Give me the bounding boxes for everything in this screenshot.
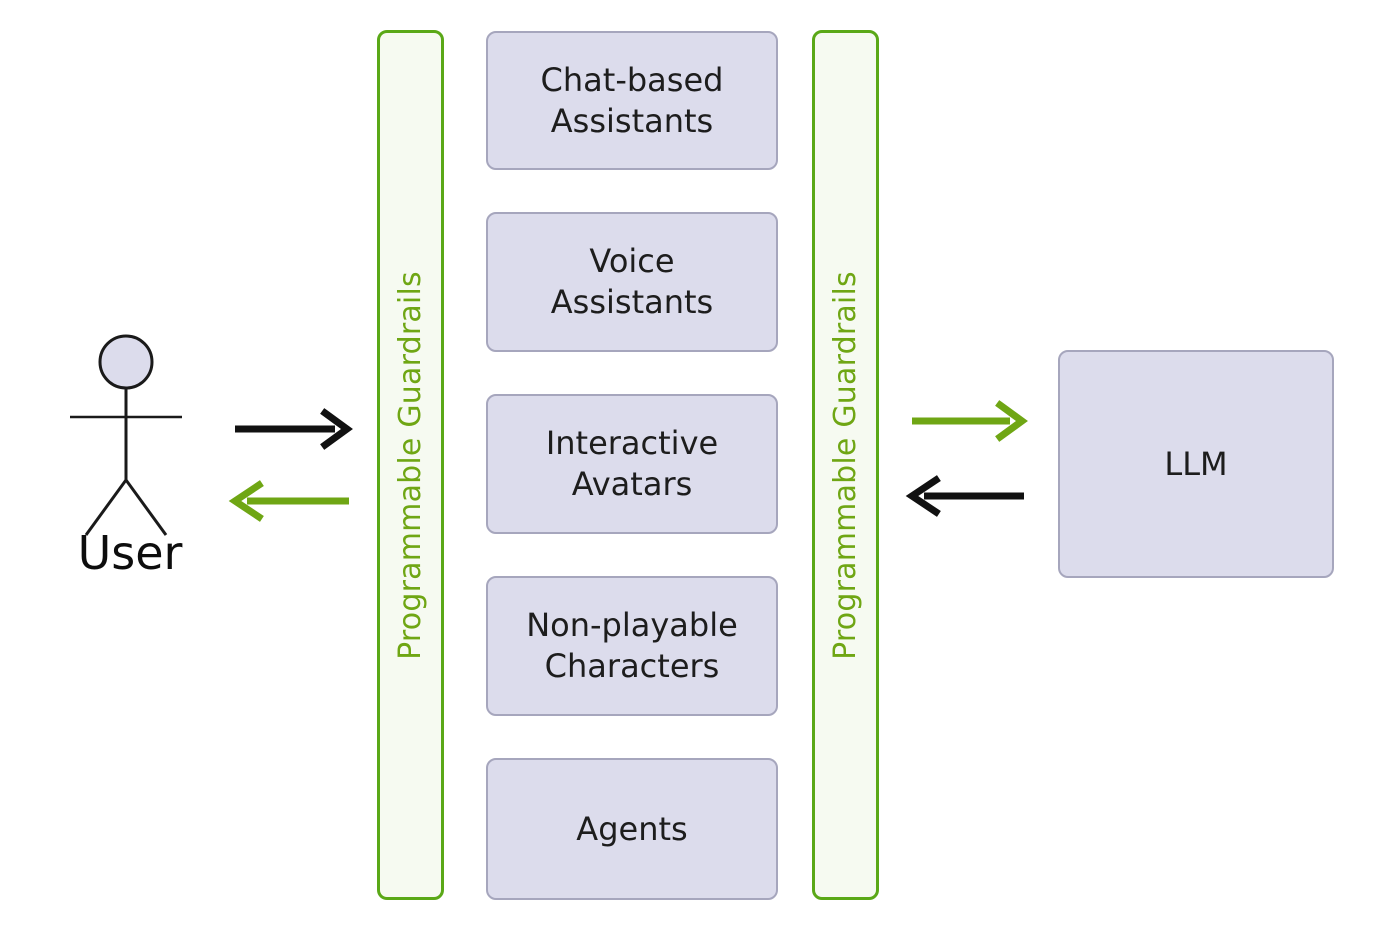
app-box-line1: Voice (589, 242, 675, 281)
app-box-voice-assistants[interactable]: Voice Assistants (486, 212, 778, 352)
user-actor: User (60, 330, 200, 590)
app-box-text: Chat-based Assistants (541, 60, 724, 142)
app-box-line1: Chat-based (540, 60, 724, 99)
app-box-text: Agents (576, 809, 688, 848)
app-box-non-playable-characters[interactable]: Non-playable Characters (486, 576, 778, 716)
app-box-line2: Assistants (550, 101, 714, 140)
app-box-text: Interactive Avatars (546, 423, 718, 505)
app-box-line2: Characters (544, 647, 720, 685)
app-box-interactive-avatars[interactable]: Interactive Avatars (486, 394, 778, 534)
app-box-line2: Assistants (550, 283, 714, 321)
guarded-response-arrow (228, 480, 351, 522)
llm-response-arrow (905, 475, 1026, 517)
app-box-line1: Non-playable (526, 606, 738, 645)
guardrail-label-input: Programmable Guardrails (393, 270, 429, 660)
llm-box[interactable]: LLM (1058, 350, 1334, 578)
app-box-line2: Avatars (571, 465, 693, 503)
guardrail-label-output: Programmable Guardrails (828, 270, 864, 660)
app-box-agents[interactable]: Agents (486, 758, 778, 900)
user-label: User (77, 526, 183, 580)
app-box-text: Voice Assistants (551, 241, 713, 323)
llm-label: LLM (1164, 445, 1228, 483)
user-request-arrow (233, 408, 353, 450)
stick-figure-user-icon (70, 334, 182, 536)
guarded-prompt-arrow (910, 400, 1028, 442)
guardrail-bar-output[interactable]: Programmable Guardrails (812, 30, 879, 900)
guardrail-bar-input[interactable]: Programmable Guardrails (377, 30, 444, 900)
app-box-text: Non-playable Characters (526, 605, 738, 687)
app-box-chat-based-assistants[interactable]: Chat-based Assistants (486, 31, 778, 170)
app-box-line1: Interactive (545, 424, 719, 463)
